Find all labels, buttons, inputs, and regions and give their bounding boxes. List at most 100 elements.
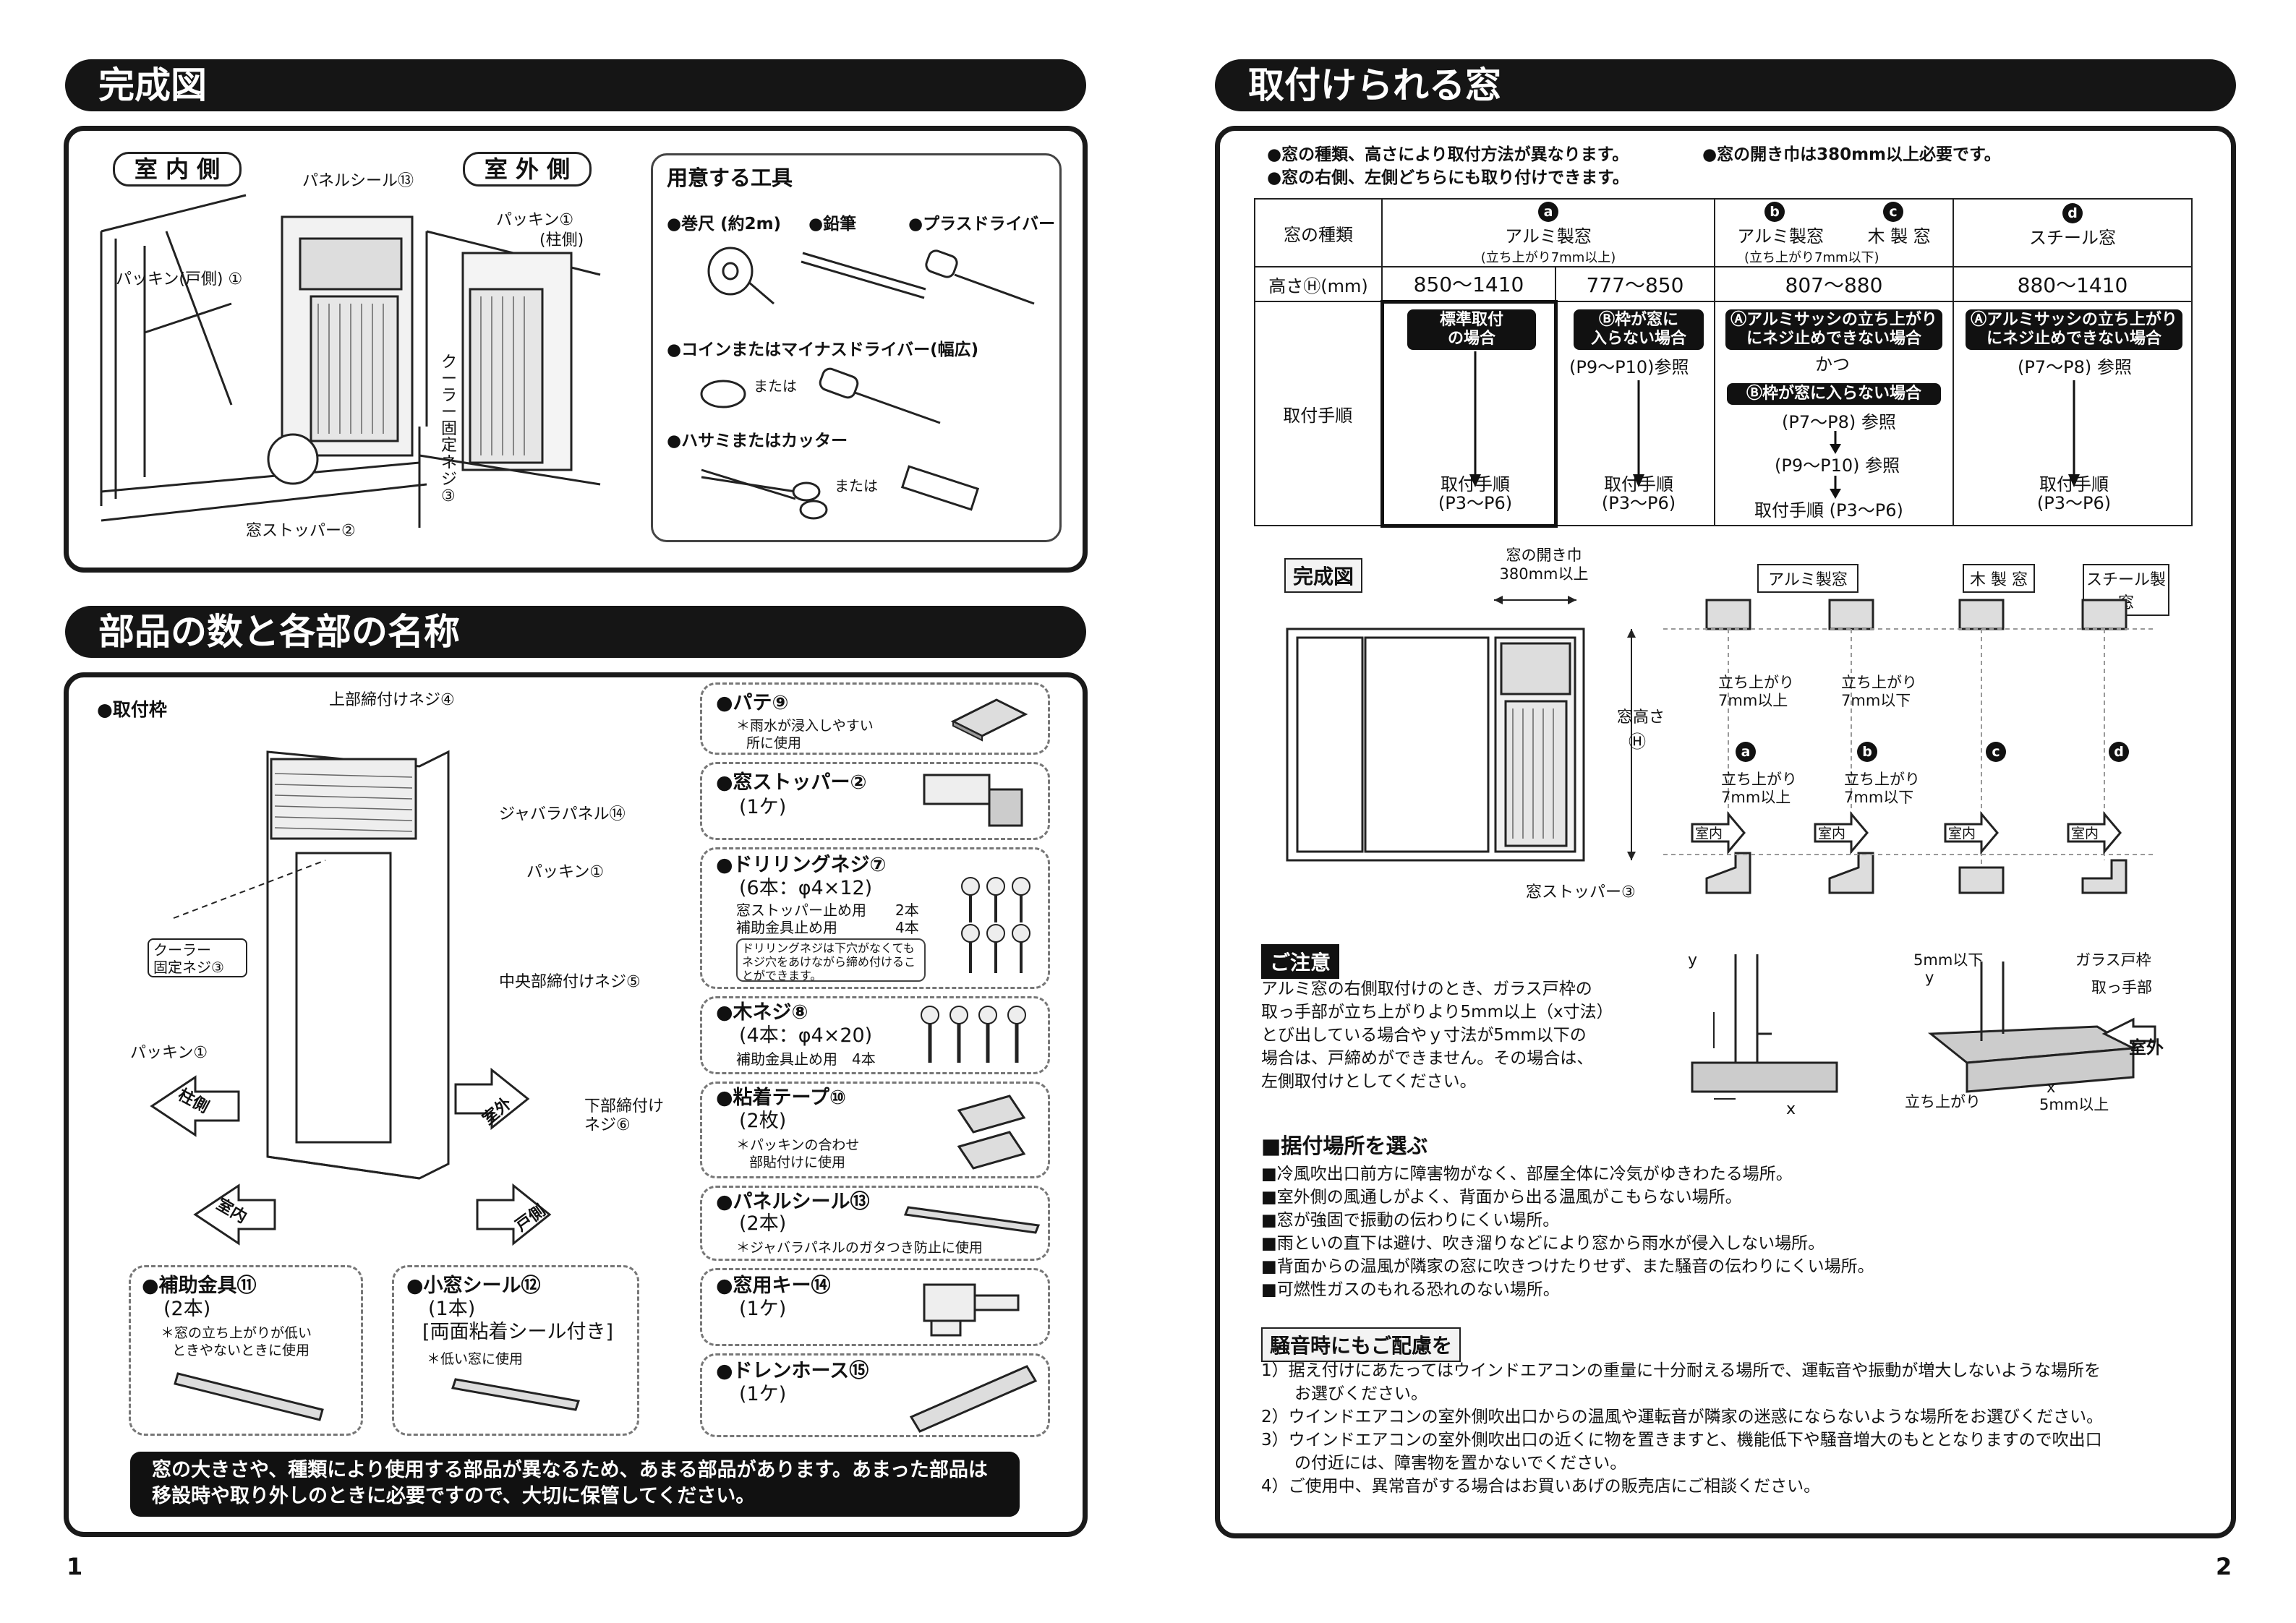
- col-d-header: d スチール窓: [1953, 198, 2193, 267]
- proc-2-ref: (P9～P10)参照: [1569, 357, 1689, 377]
- caution-x-1: x: [1786, 1100, 1796, 1118]
- part-key-title: ●窓用キー⑭: [716, 1275, 831, 1297]
- sash-profiles: [1663, 599, 2155, 894]
- drain-hose-icon: [909, 1365, 1038, 1433]
- page-number-left: 1: [67, 1553, 83, 1580]
- proc-2-result-2: (P3～P6): [1601, 493, 1676, 513]
- part-card-drilling-screw: [700, 847, 1050, 989]
- col-a-header: a アルミ製窓 (立ち上がり7mm以上): [1381, 198, 1715, 267]
- part-drilling-note-2: ネジ穴をあけながら締め付けるこ: [742, 955, 916, 969]
- callout-cooler-screw-line1: クーラー: [153, 941, 211, 959]
- diagram-mark-c: c: [1986, 742, 2006, 762]
- part-bracket-title: ●補助金具⑪: [142, 1275, 257, 1297]
- adhesive-tape-icon: [957, 1095, 1026, 1170]
- section-header-parts: 部品の数と各部の名称: [65, 606, 1086, 658]
- part-key-count: (1ケ): [739, 1298, 787, 1320]
- part-card-window-key: [700, 1268, 1050, 1346]
- caution-diagram-2: [1927, 962, 2156, 1093]
- callout-packing-door: パッキン(戸側) ①: [116, 270, 243, 288]
- indoor-arrow-b: 室内: [1818, 826, 1846, 842]
- section-header-windows: 取付けられる窓: [1215, 59, 2236, 111]
- outdoor-illustration: [418, 230, 601, 528]
- caution-line-5: 左側取付けとしてください。: [1261, 1072, 1477, 1091]
- part-tape-title: ●粘着テープ⑩: [716, 1087, 846, 1109]
- tool-scissors: ●ハサミまたはカッター: [667, 432, 848, 450]
- caution-rise: 立ち上がり: [1905, 1093, 1981, 1110]
- height-1: 850～1410: [1381, 266, 1556, 302]
- part-komado-count: (1本): [428, 1298, 476, 1320]
- caution-line-3: とび出している場合やｙ寸法が5mm以下の: [1261, 1026, 1587, 1045]
- part-stopper-title: ●窓ストッパー②: [716, 771, 867, 794]
- part-tape-note-1: ＊パッキンの合わせ: [736, 1137, 860, 1153]
- mark-c: c: [1883, 201, 1903, 222]
- location-item-2: ■室外側の風通しがよく、背面から出る温風がこもらない場所。: [1261, 1188, 1742, 1207]
- callout-cooler-screw-line2: 固定ネジ③: [153, 959, 224, 976]
- stopper-label: 窓ストッパー③: [1526, 883, 1636, 902]
- caution-five-under: 5mm以下: [1913, 951, 1984, 969]
- callout-packing-pillar-sub: (柱側): [539, 231, 584, 249]
- part-bracket-note-2: ときやないときに使用: [172, 1342, 310, 1358]
- mark-d: d: [2062, 203, 2083, 223]
- caution-handle: 取っ手部: [2091, 979, 2152, 996]
- window-height-1: 窓高さ: [1617, 708, 1665, 727]
- noise-line-1: 1）据え付けにあたってはウインドエアコンの重量に十分耐える場所で、運転音や振動が…: [1261, 1361, 2101, 1380]
- mark-b: b: [1764, 201, 1785, 222]
- location-item-3: ■窓が強固で振動の伝わりにくい場所。: [1261, 1211, 1560, 1230]
- notice-line-1: 窓の大きさや、種類により使用する部品が異なるため、あまる部品があります。あまった…: [152, 1459, 988, 1481]
- tool-coin: ●コインまたはマイナスドライバー(幅広): [667, 341, 979, 359]
- window-seal-icon: [451, 1378, 580, 1411]
- proc-2-box: Ⓑ枠が窓に 入らない場合: [1574, 309, 1704, 350]
- location-item-5: ■背面からの温風が隣家の窓に吹きつけたりせず、また騒音の伝わりにくい場所。: [1261, 1257, 1874, 1276]
- part-seal-count: (2本): [739, 1212, 787, 1235]
- noise-line-2: お選びください。: [1261, 1384, 1427, 1403]
- diagram-mark-b: b: [1857, 742, 1877, 762]
- col-bc-header: b c アルミ製窓 木 製 窓 (立ち上がり7mm以下): [1714, 198, 1954, 267]
- proc-3-arrow-1: [1830, 431, 1841, 454]
- col-b-sub: (立ち上がり7mm以下): [1744, 249, 1879, 265]
- part-hose-count: (1ケ): [739, 1383, 787, 1405]
- proc-1-result-2: (P3～P6): [1438, 493, 1513, 513]
- frame-illustration: [150, 750, 552, 1246]
- callout-bottom-screw-1: 下部締付け: [584, 1097, 665, 1115]
- noise-line-4: 3）ウインドエアコンの室外側吹出口の近くに物を置きますと、機能低下や騒音増大のも…: [1261, 1431, 2102, 1449]
- part-tape-count: (2枚): [739, 1110, 787, 1132]
- part-wood-title: ●木ネジ⑧: [716, 1001, 808, 1024]
- diagram-mark-d: d: [2109, 742, 2129, 762]
- callout-bottom-screw-2: ネジ⑥: [584, 1116, 631, 1134]
- part-seal-note: ＊ジャバラパネルのガタつき防止に使用: [736, 1240, 983, 1256]
- height-4: 880～1410: [1953, 266, 2193, 302]
- indoor-label: 室 内 側: [113, 152, 242, 187]
- caution-y-2: y: [1925, 969, 1934, 986]
- part-seal-title: ●パネルシール⑬: [716, 1191, 870, 1213]
- tool-pencil: ●鉛筆: [808, 215, 857, 234]
- caution-diagram-1: [1691, 954, 1838, 1100]
- part-card-bracket: [129, 1265, 363, 1436]
- tools-illustration-1: [707, 247, 1035, 305]
- part-putty-note-1: ＊雨水が浸入しやすい: [736, 718, 874, 734]
- proc-2-result-1: 取付手順: [1604, 474, 1673, 494]
- indoor-arrow-a: 室内: [1695, 826, 1723, 842]
- caution-line-1: アルミ窓の右側取付けのとき、ガラス戸枠の: [1261, 980, 1592, 998]
- tools-or-2: または: [835, 477, 878, 494]
- noise-line-3: 2）ウインドエアコンの室外側吹出口からの温風や運転音が隣家の迷惑にならないような…: [1261, 1408, 2104, 1426]
- page-number-right: 2: [2216, 1553, 2232, 1580]
- proc-3-ref-2: (P9～P10) 参照: [1775, 455, 1900, 476]
- proc-3-arrow-2: [1830, 476, 1841, 499]
- part-card-adhesive-tape: [700, 1082, 1050, 1178]
- part-drilling-row-2: 補助金具止め用 4本: [736, 919, 919, 936]
- col-b-name: アルミ製窓: [1737, 226, 1824, 247]
- proc-1-box: 標準取付 の場合: [1407, 309, 1536, 350]
- diagram-mark-a: a: [1736, 742, 1756, 762]
- caution-five-over: 5mm以上: [2039, 1096, 2109, 1113]
- part-drilling-count: (6本：φ4×12): [739, 877, 873, 899]
- proc-3-and: かつ: [1815, 354, 1850, 374]
- window-key-icon: [923, 1283, 1020, 1337]
- notice-line-2: 移設時や取り外しのときに必要ですので、大切に保管してください。: [152, 1485, 756, 1507]
- outdoor-label: 室 外 側: [463, 152, 592, 187]
- callout-packing-2: パッキン①: [130, 1044, 208, 1062]
- tools-illustration-2: [700, 367, 941, 424]
- callout-cooler-screw-box: クーラー 固定ネジ③: [148, 938, 247, 977]
- part-card-putty: [700, 682, 1050, 755]
- location-title: ■据付場所を選ぶ: [1261, 1134, 1428, 1158]
- tools-box: [651, 153, 1062, 542]
